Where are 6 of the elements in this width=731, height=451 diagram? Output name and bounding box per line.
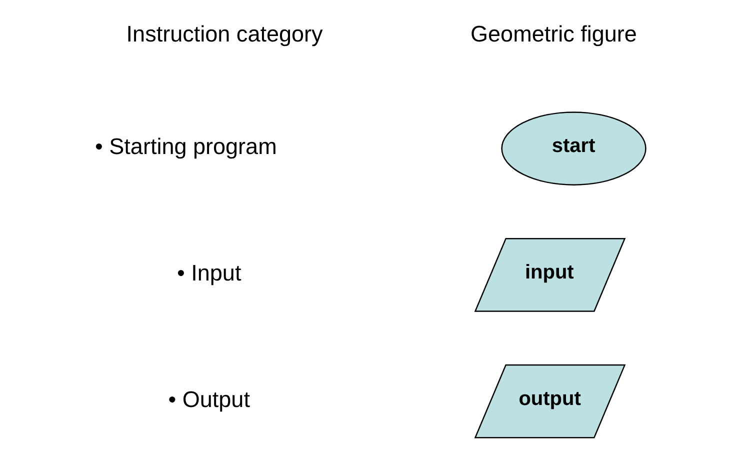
node-ellipse: start (500, 112, 646, 186)
label: • Starting program (94, 134, 276, 160)
label: Instruction category (126, 21, 322, 46)
label: • Input (176, 260, 241, 286)
label: Geometric figure (470, 21, 636, 46)
label: • Output (168, 386, 250, 412)
